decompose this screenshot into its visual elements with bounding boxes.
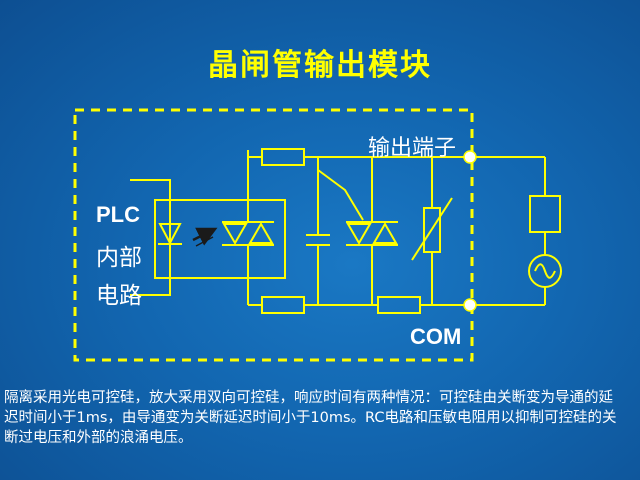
com-label: COM: [410, 324, 462, 349]
output-terminal-label: 输出端子: [368, 136, 457, 161]
optocoupler-box: [154, 199, 286, 279]
opto-triac-icon: [222, 150, 274, 305]
resistor-icon: [261, 148, 305, 166]
terminal-icon: [463, 298, 477, 312]
capacitor-icon: [306, 234, 330, 246]
description-text: 隔离采用光电可控硅，放大采用双向可控硅，响应时间有两种情况：可控硅由关断变为导通…: [4, 390, 617, 446]
terminal-icon: [463, 150, 477, 164]
resistor-icon: [261, 296, 305, 314]
module-boundary: [73, 108, 474, 362]
plc-bracket: [130, 179, 171, 296]
load-icon: [529, 195, 561, 233]
internal-label-2: 电路: [96, 283, 142, 309]
varistor-icon: [411, 197, 453, 261]
optocoupler-led-icon: [158, 212, 182, 266]
triac-icon: [346, 221, 398, 246]
ac-source-icon: [528, 254, 562, 288]
plc-label: PLC: [96, 202, 140, 227]
circuit-wires: [248, 156, 546, 306]
light-arrow-icon: [192, 227, 218, 247]
page-title: 晶闸管输出模块: [208, 48, 432, 83]
resistor-icon: [377, 296, 421, 314]
internal-label-1: 内部: [96, 245, 142, 271]
